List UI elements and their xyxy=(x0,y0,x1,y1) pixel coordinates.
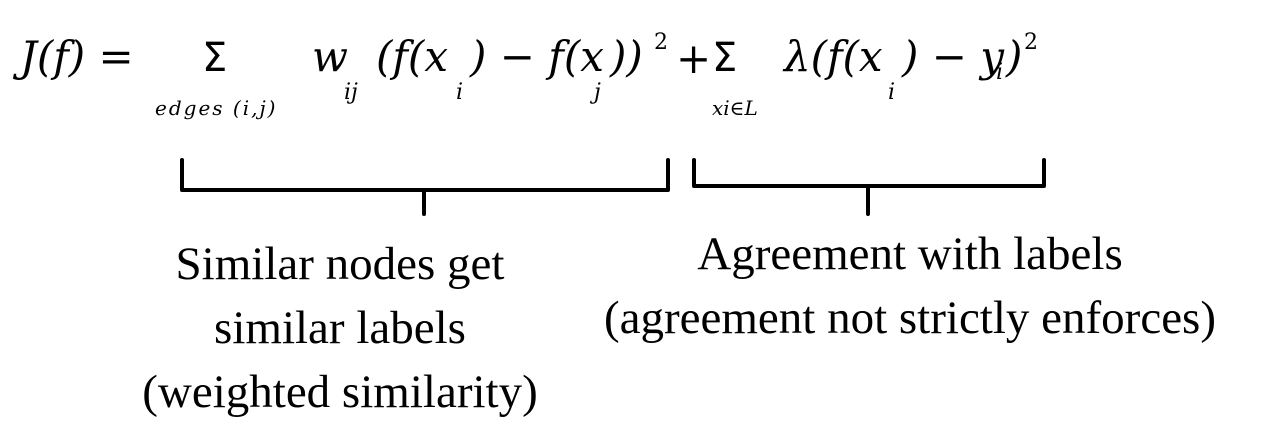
smoothness-caption-line1: Similar nodes get xyxy=(175,238,505,290)
term2-y-subscript: i xyxy=(996,60,1004,85)
smoothness-caption-line3: (weighted similarity) xyxy=(142,366,538,418)
smoothness-caption-line2: similar labels xyxy=(214,302,466,354)
term1-xi-subscript: i xyxy=(456,80,464,105)
underbrace-smoothness xyxy=(180,158,670,216)
term2-power: 2 xyxy=(1024,30,1038,55)
sum-symbol-fit: Σ xyxy=(712,35,738,81)
term2-open: λ(f(x xyxy=(784,32,883,81)
fit-caption-line2: (agreement not strictly enforces) xyxy=(603,292,1217,344)
underbrace-fit xyxy=(692,158,1046,216)
term1-open: (f(x xyxy=(376,32,449,81)
term2-mid: ) − y xyxy=(902,32,1005,81)
sum-subscript-edges: edges (i,j) xyxy=(155,96,278,120)
term1-xj-subscript: j xyxy=(594,80,601,105)
fit-caption-line1: Agreement with labels xyxy=(697,228,1123,280)
sum-symbol-smoothness: Σ xyxy=(202,35,228,81)
fit-caption: Agreement with labels (agreement not str… xyxy=(570,222,1250,350)
sum-subscript-labeled: xi∈L xyxy=(712,96,758,120)
term1-power: 2 xyxy=(654,30,668,55)
weight-subscript: ij xyxy=(344,80,358,105)
plus-sign: + xyxy=(676,34,712,83)
term1-close: )) xyxy=(610,32,643,81)
term1-mid: ) − f(x xyxy=(470,32,604,81)
term2-close: ) xyxy=(1006,32,1023,81)
smoothness-caption: Similar nodes get similar labels (weight… xyxy=(80,232,600,424)
weight-symbol: w xyxy=(312,32,348,81)
term2-xi-subscript: i xyxy=(888,80,896,105)
equation-lhs: J(f) = xyxy=(20,32,134,81)
